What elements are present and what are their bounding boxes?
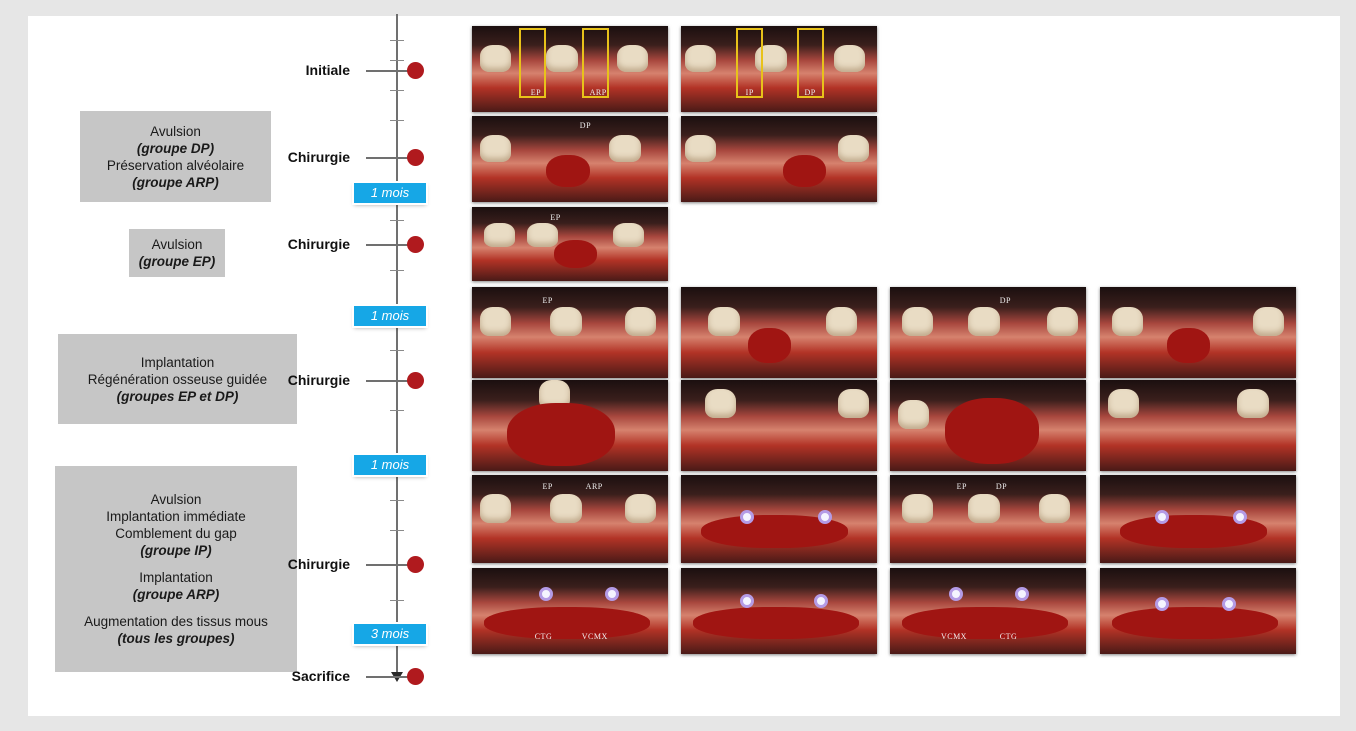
stage-label-chirurgie: Chirurgie xyxy=(250,372,350,388)
box-text: Implantation immédiate xyxy=(106,508,246,525)
photo-label: DP xyxy=(1000,296,1011,305)
box-group: (tous les groupes) xyxy=(117,630,234,647)
box-group: (groupe ARP) xyxy=(133,586,220,603)
photo-label: ARP xyxy=(586,482,603,491)
photo-label: ARP xyxy=(590,88,607,97)
photo-label: EP xyxy=(543,482,553,491)
clinical-photo-row6-4 xyxy=(1100,475,1296,563)
box-group: (groupe DP) xyxy=(137,140,214,157)
description-box-dp-arp: Avulsion (groupe DP) Préservation alvéol… xyxy=(80,111,271,202)
timeline-axis xyxy=(396,14,398,674)
photo-label: IP xyxy=(746,88,754,97)
clinical-photo-row7-4 xyxy=(1100,568,1296,654)
stage-connector xyxy=(366,564,408,566)
box-group: (groupe ARP) xyxy=(132,174,219,191)
clinical-photo-row6-1: EP ARP xyxy=(472,475,668,563)
box-text: Comblement du gap xyxy=(115,525,237,542)
photo-label: DP xyxy=(996,482,1007,491)
stage-connector xyxy=(366,380,408,382)
clinical-photo-initial-ep-arp: EP ARP xyxy=(472,26,668,112)
photo-label: VCMX xyxy=(941,632,967,641)
stage-label-chirurgie: Chirurgie xyxy=(250,149,350,165)
clinical-photo-row4-3: DP xyxy=(890,287,1086,378)
box-text: Implantation xyxy=(139,569,213,586)
clinical-photo-surgery-1b xyxy=(681,116,877,202)
timeline-tick xyxy=(390,270,404,271)
clinical-photo-row4-2 xyxy=(681,287,877,378)
box-text: Implantation xyxy=(141,354,215,371)
description-box-ep: Avulsion (groupe EP) xyxy=(129,229,225,277)
stage-marker xyxy=(407,149,424,166)
photo-label: DP xyxy=(804,88,815,97)
stage-label-chirurgie: Chirurgie xyxy=(250,556,350,572)
clinical-photo-row5-1 xyxy=(472,380,668,471)
timeline-tick xyxy=(390,120,404,121)
stage-connector xyxy=(366,244,408,246)
stage-label-sacrifice: Sacrifice xyxy=(250,668,350,684)
stage-connector xyxy=(366,70,408,72)
stage-label-initiale: Initiale xyxy=(250,62,350,78)
clinical-photo-initial-ip-dp: IP DP xyxy=(681,26,877,112)
box-text: Avulsion xyxy=(152,236,203,253)
photo-label: EP xyxy=(957,482,967,491)
timeline-tick xyxy=(390,220,404,221)
clinical-photo-row6-2 xyxy=(681,475,877,563)
clinical-photo-row7-3: VCMX CTG xyxy=(890,568,1086,654)
clinical-photo-row5-3 xyxy=(890,380,1086,471)
stage-connector xyxy=(366,157,408,159)
timeline-tick xyxy=(390,60,404,61)
box-group: (groupes EP et DP) xyxy=(117,388,239,405)
photo-label: EP xyxy=(543,296,553,305)
stage-marker xyxy=(407,556,424,573)
photo-label: EP xyxy=(550,213,560,222)
stage-connector xyxy=(366,676,408,678)
box-text: Régénération osseuse guidée xyxy=(88,371,267,388)
timeline-tick xyxy=(390,40,404,41)
interval-badge: 3 mois xyxy=(354,624,426,644)
clinical-photo-row4-1: EP xyxy=(472,287,668,378)
photo-label: CTG xyxy=(535,632,553,641)
clinical-photo-row5-2 xyxy=(681,380,877,471)
box-text: Avulsion xyxy=(150,123,201,140)
clinical-photo-row7-1: CTG VCMX xyxy=(472,568,668,654)
photo-label: EP xyxy=(531,88,541,97)
stage-marker xyxy=(407,372,424,389)
photo-label: VCMX xyxy=(582,632,608,641)
stage-marker xyxy=(407,668,424,685)
timeline-tick xyxy=(390,410,404,411)
clinical-photo-row6-3: EP DP xyxy=(890,475,1086,563)
stage-label-chirurgie: Chirurgie xyxy=(250,236,350,252)
clinical-photo-surgery-2: EP xyxy=(472,207,668,281)
timeline-tick xyxy=(390,90,404,91)
box-text: Avulsion xyxy=(151,491,202,508)
timeline-tick xyxy=(390,350,404,351)
photo-label: DP xyxy=(580,121,591,130)
stage-marker xyxy=(407,236,424,253)
box-group: (groupe EP) xyxy=(139,253,216,270)
photo-label: CTG xyxy=(1000,632,1018,641)
box-text: Augmentation des tissus mous xyxy=(84,613,268,630)
timeline-tick xyxy=(390,600,404,601)
clinical-photo-row4-4 xyxy=(1100,287,1296,378)
clinical-photo-row7-2 xyxy=(681,568,877,654)
box-text: Préservation alvéolaire xyxy=(107,157,244,174)
interval-badge: 1 mois xyxy=(354,306,426,326)
timeline-tick xyxy=(390,530,404,531)
box-group: (groupe IP) xyxy=(140,542,211,559)
interval-badge: 1 mois xyxy=(354,455,426,475)
stage-marker xyxy=(407,62,424,79)
clinical-photo-surgery-1a: DP xyxy=(472,116,668,202)
interval-badge: 1 mois xyxy=(354,183,426,203)
timeline-tick xyxy=(390,500,404,501)
clinical-photo-row5-4 xyxy=(1100,380,1296,471)
